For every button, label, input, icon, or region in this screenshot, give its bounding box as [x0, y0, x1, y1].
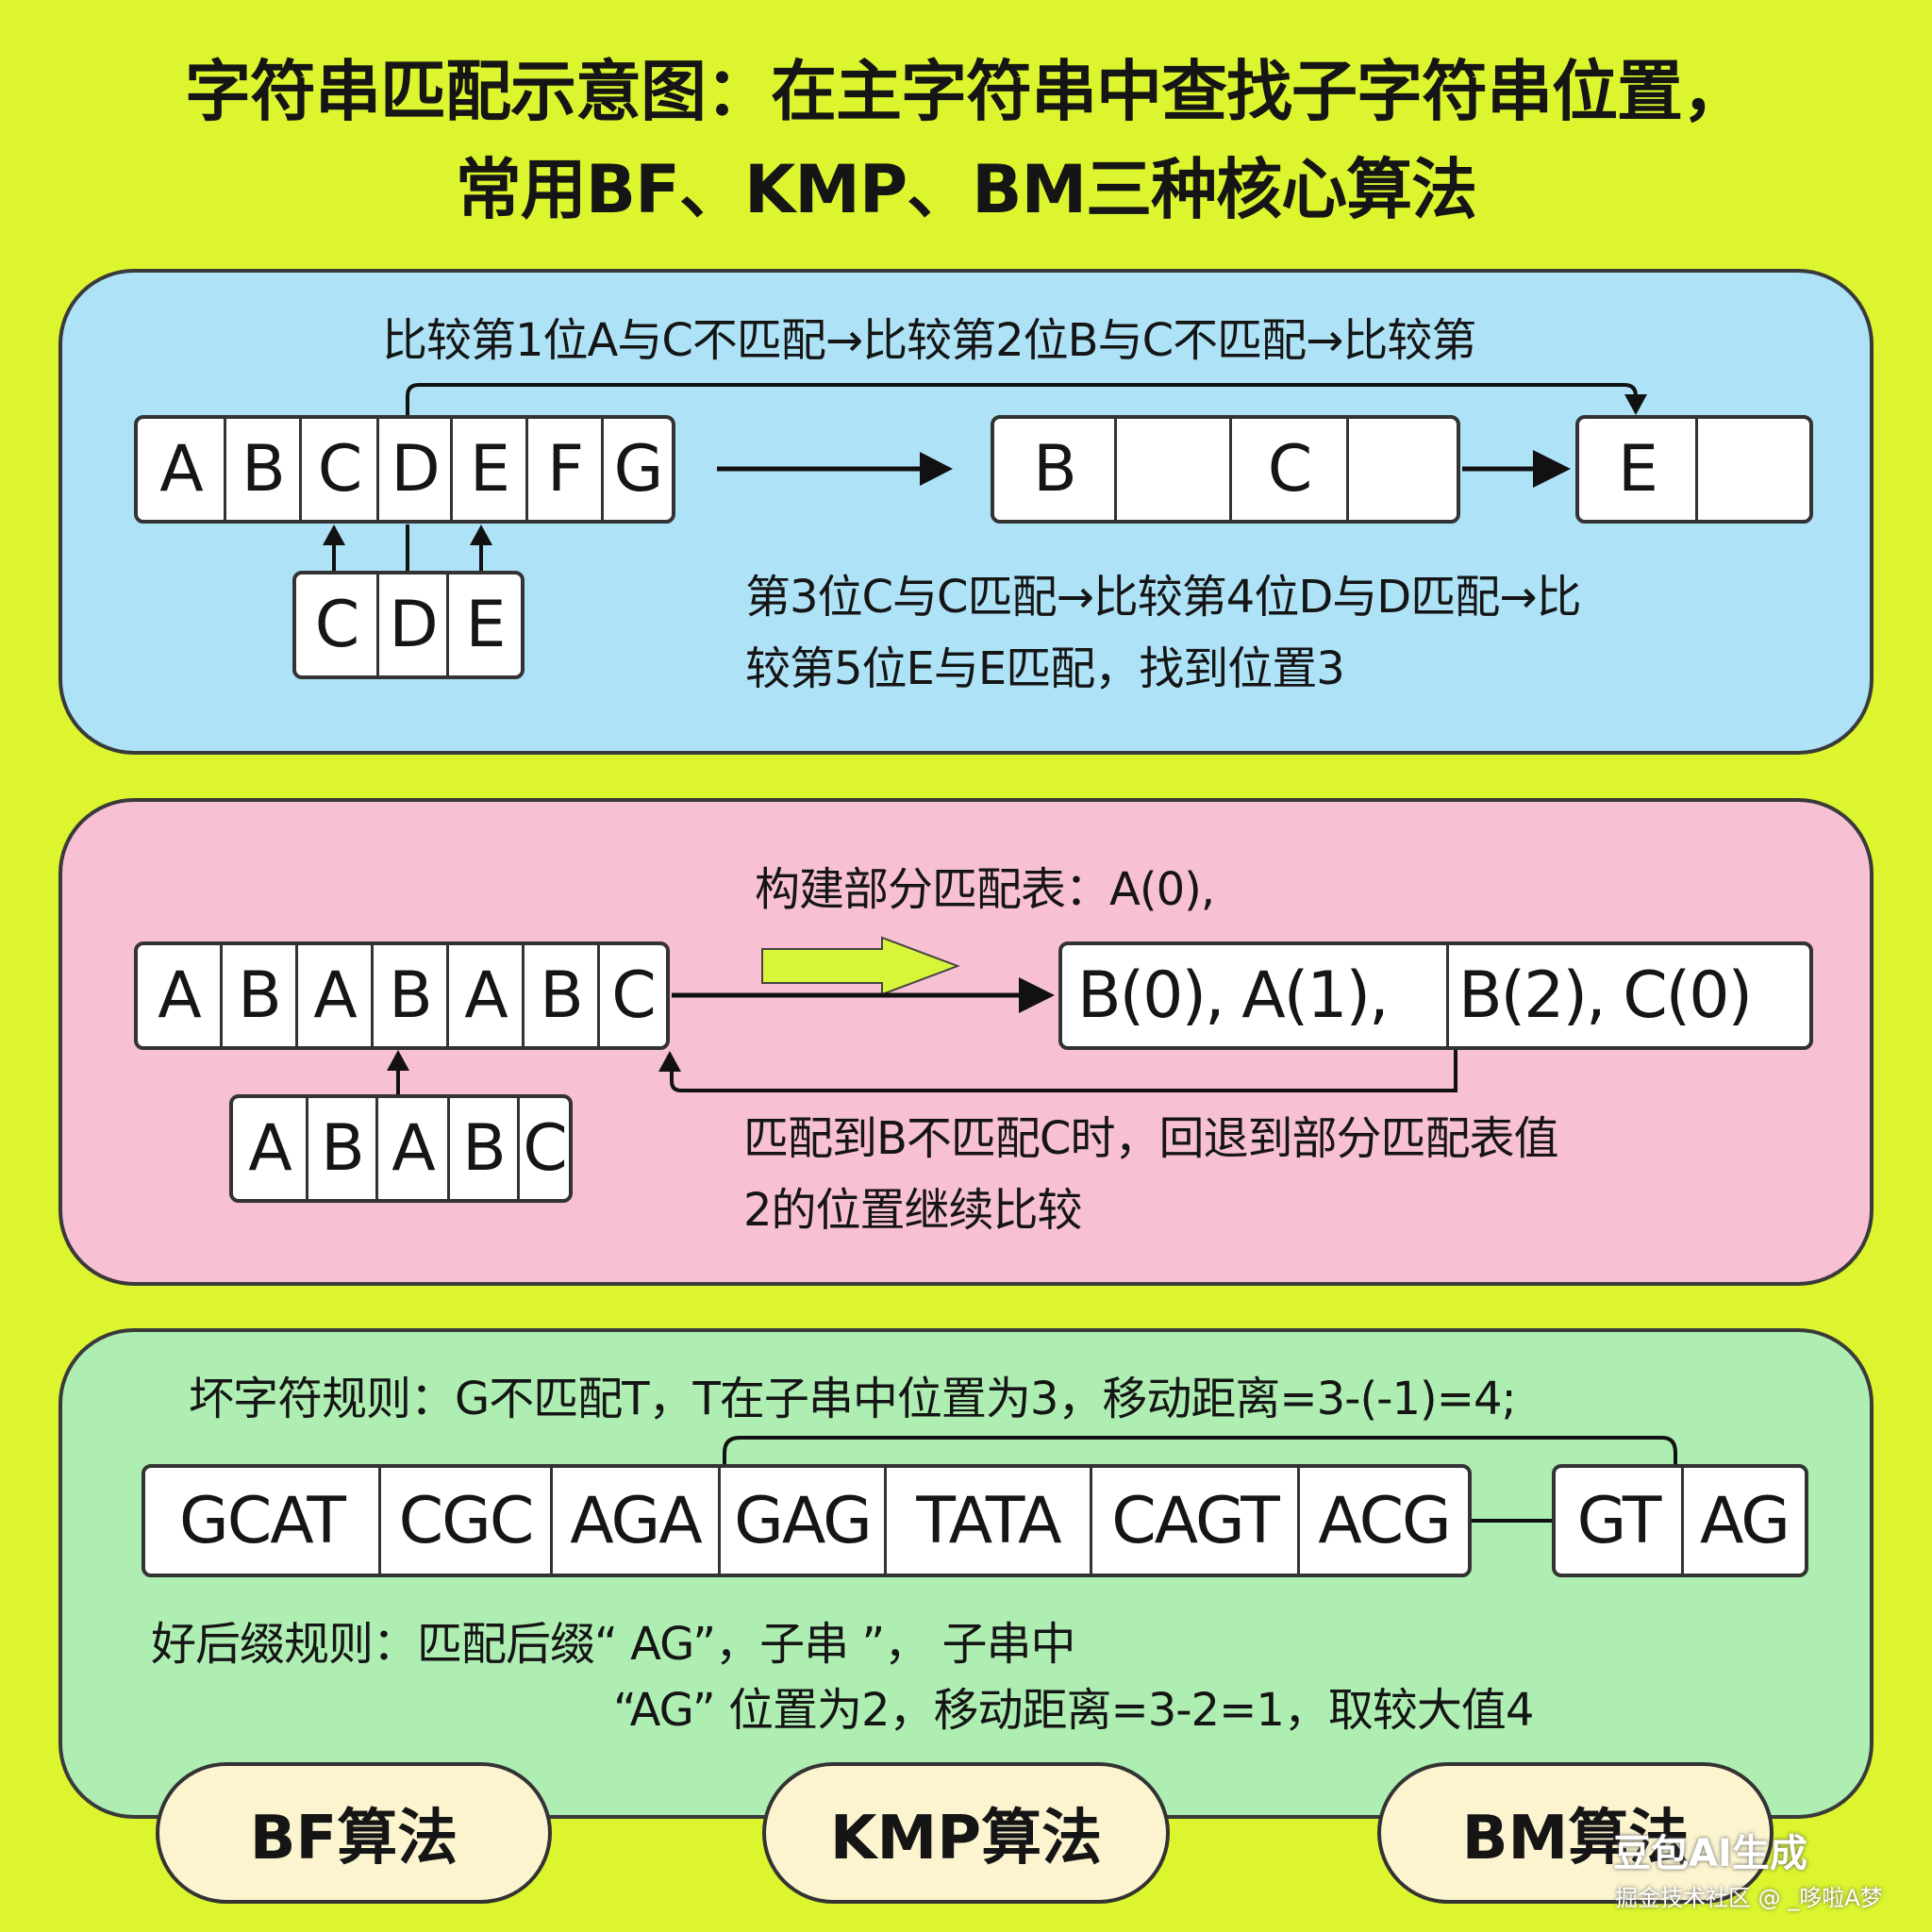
bf-main-string: A B C D E F G — [134, 415, 675, 524]
kmp-pattern-char: C — [523, 1111, 567, 1186]
watermark-title: 豆包AI生成 — [1613, 1832, 1807, 1875]
kmp-note-top: 构建部分匹配表：A(0), — [755, 863, 1215, 916]
bf-step2-string: E — [1575, 415, 1813, 524]
bm-main-chunk: CGC — [381, 1468, 553, 1574]
bf-main-char: A — [138, 419, 226, 520]
bf-main-char: C — [302, 419, 379, 520]
page-title-line1: 字符串匹配示意图：在主字符串中查找子字符串位置， — [185, 53, 1748, 130]
bm-algorithm-label: BM算法 — [1377, 1762, 1774, 1904]
kmp-table-cell: B(2), C(0) — [1458, 958, 1753, 1033]
bf-pattern-char: D — [379, 575, 449, 675]
bf-step1-char: C — [1232, 419, 1349, 520]
bf-main-char: G — [613, 432, 664, 507]
bf-step1-string: B C — [991, 415, 1460, 524]
kmp-pattern-char: A — [378, 1098, 450, 1199]
kmp-main-char: B — [374, 945, 449, 1046]
bf-main-char: F — [528, 419, 604, 520]
kmp-main-string: A B A B A B C — [134, 941, 670, 1050]
bm-note-bottom-1: 好后缀规则：匹配后缀“ AG”，子串 ”， 子串中 — [151, 1618, 1076, 1671]
bf-note-bottom-2: 较第5位E与E匹配，找到位置3 — [745, 642, 1345, 695]
kmp-main-char: B — [223, 945, 298, 1046]
bf-pattern-char: E — [465, 588, 507, 662]
kmp-main-char: C — [611, 958, 656, 1033]
bf-step2-char: E — [1579, 419, 1698, 520]
bm-pattern: GT AG — [1552, 1464, 1808, 1577]
bf-note-bottom-1: 第3位C与C匹配→比较第4位D与D匹配→比 — [745, 571, 1581, 624]
bf-note-top: 比较第1位A与C不匹配→比较第2位B与C不匹配→比较第 — [382, 314, 1476, 367]
kmp-pattern: A B A B C — [229, 1094, 573, 1203]
bm-main-chunk: CAGT — [1092, 1468, 1300, 1574]
kmp-pattern-char: B — [450, 1098, 520, 1199]
kmp-partial-match-table: B(0), A(1), B(2), C(0) — [1058, 941, 1813, 1050]
bf-step1-char — [1117, 419, 1232, 520]
bf-pattern: C D E — [292, 571, 525, 679]
watermark-credit: 掘金技术社区 @ _哆啦A梦 — [1615, 1885, 1883, 1911]
bf-step1-char — [1349, 419, 1457, 520]
bf-step1-char: B — [994, 419, 1117, 520]
kmp-algorithm-label: KMP算法 — [762, 1762, 1170, 1904]
kmp-note-bottom-2: 2的位置继续比较 — [743, 1184, 1083, 1237]
kmp-main-char: A — [298, 945, 374, 1046]
bm-main-chunk: AGA — [553, 1468, 721, 1574]
bm-main-chunk: GCAT — [145, 1468, 381, 1574]
bm-main-chunk: ACG — [1318, 1483, 1452, 1558]
bm-main-chunk: GAG — [721, 1468, 887, 1574]
bf-pattern-char: C — [296, 575, 379, 675]
bm-main-string: GCAT CGC AGA GAG TATA CAGT ACG — [142, 1464, 1472, 1577]
kmp-main-char: B — [525, 945, 600, 1046]
page-title-line2: 常用BF、KMP、BM三种核心算法 — [455, 151, 1477, 228]
kmp-main-char: A — [449, 945, 525, 1046]
bm-main-chunk: TATA — [887, 1468, 1092, 1574]
bf-step2-char — [1698, 419, 1809, 520]
bm-pattern-chunk: GT — [1556, 1468, 1684, 1574]
bf-main-char: D — [379, 419, 453, 520]
kmp-table-cell: B(0), A(1), — [1062, 945, 1449, 1046]
bf-main-char: E — [453, 419, 528, 520]
bm-note-bottom-2: “AG” 位置为2，移动距离=3-2=1，取较大值4 — [613, 1684, 1534, 1737]
bf-algorithm-label: BF算法 — [156, 1762, 552, 1904]
bm-pattern-chunk: AG — [1699, 1483, 1790, 1558]
bm-note-top: 坏字符规则：G不匹配T，T在子串中位置为3，移动距离=3-(-1)=4; — [189, 1373, 1517, 1425]
kmp-pattern-char: B — [308, 1098, 378, 1199]
kmp-main-char: A — [138, 945, 223, 1046]
bf-main-char: B — [226, 419, 302, 520]
kmp-pattern-char: A — [233, 1098, 308, 1199]
kmp-note-bottom-1: 匹配到B不匹配C时，回退到部分匹配表值 — [743, 1112, 1558, 1165]
